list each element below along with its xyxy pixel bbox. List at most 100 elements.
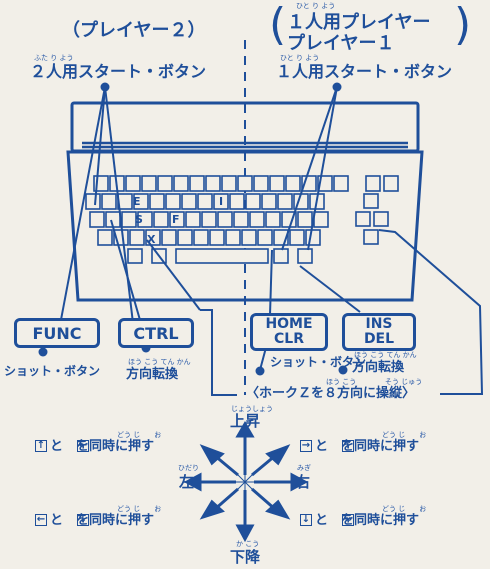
- arrow-up-key-icon-2: ↑: [342, 440, 354, 452]
- key: [313, 211, 329, 228]
- ctrl-key: CTRL: [118, 318, 194, 348]
- upper-left-ruby: どう じ お: [117, 431, 162, 439]
- cursor-up-key: [363, 193, 379, 209]
- key: [209, 229, 225, 246]
- key: [197, 193, 213, 210]
- right-label: 右: [295, 473, 311, 491]
- left-shot-caption: ショット・ボタン: [4, 364, 101, 378]
- right-shot-dot: [255, 366, 265, 376]
- key: [297, 248, 313, 264]
- down-ruby: か こう: [236, 540, 260, 548]
- key: [161, 229, 177, 246]
- key: [185, 211, 201, 228]
- cursor-left-key: [355, 211, 371, 227]
- key: [193, 229, 209, 246]
- ins-del-key: INS DEL: [342, 313, 416, 351]
- arrow-up-key-icon: ↑: [35, 440, 47, 452]
- lower-left-combo: と を同時に押す: [50, 513, 155, 528]
- lower-left-ruby: どう じ お: [117, 505, 162, 513]
- key: [85, 193, 101, 210]
- arrow-down-key-icon-2: ↓: [300, 514, 312, 526]
- arrow-down-key-icon: ↓: [77, 514, 89, 526]
- left-start-label: ２人用スタート・ボタン: [30, 62, 207, 81]
- key: [285, 175, 301, 192]
- upper-left-combo: と を同時に押す: [50, 439, 155, 454]
- key: [129, 229, 145, 246]
- hawk-ruby-1: ほう こう: [326, 378, 357, 386]
- right-player-label-line1: １人用プレイヤー: [287, 12, 431, 33]
- up-label: 上昇: [230, 412, 261, 430]
- arrow-left-key-icon: ←: [77, 440, 89, 452]
- key: [121, 211, 137, 228]
- key: [189, 175, 205, 192]
- key-f: F: [172, 213, 180, 226]
- key: [365, 175, 381, 192]
- keyboard-keys: [85, 175, 399, 264]
- left-shot-dot: [38, 347, 48, 357]
- hawk-ruby-2: そう じゅう: [385, 378, 423, 386]
- left-direction-caption: 方向転換: [126, 367, 179, 382]
- right-start-label: １人用スタート・ボタン: [276, 62, 453, 81]
- right-direction-ruby: ほう こう てん かん: [354, 351, 417, 359]
- key: [305, 229, 321, 246]
- down-label: 下降: [230, 548, 261, 566]
- right-player-ruby: ひと り よう: [296, 2, 336, 10]
- key-e: E: [133, 195, 141, 208]
- upper-right-combo: と を同時に押す: [315, 439, 420, 454]
- ins-del-key-line2: DEL: [363, 331, 395, 347]
- arrow-right-key-icon-2: →: [342, 514, 354, 526]
- home-clr-key-line1: HOME: [265, 316, 313, 333]
- key-s: S: [135, 213, 143, 226]
- right-ruby: みぎ: [297, 464, 311, 472]
- key: [297, 211, 313, 228]
- direction-center-rays: [233, 470, 257, 494]
- right-player-leader-lines: [259, 86, 484, 395]
- key: [149, 193, 165, 210]
- key: [157, 175, 173, 192]
- left-start-ruby: ふた り よう: [34, 54, 74, 62]
- key: [127, 248, 143, 264]
- space-key: [175, 248, 269, 264]
- key-i: I: [219, 195, 224, 208]
- right-start-ruby: ひと り よう: [280, 54, 320, 62]
- key-x: X: [147, 233, 156, 246]
- key: [269, 175, 285, 192]
- key: [229, 193, 245, 210]
- left-label: 左: [179, 473, 195, 491]
- key: [273, 248, 289, 264]
- key: [225, 229, 241, 246]
- arrow-left-key-icon-2: ←: [35, 514, 47, 526]
- key: [289, 229, 305, 246]
- key: [137, 211, 153, 228]
- left-player-leader-lines: [59, 86, 237, 396]
- right-start-dot: [332, 82, 342, 92]
- lower-right-ruby: どう じ お: [382, 505, 427, 513]
- key: [205, 175, 221, 192]
- right-player-close-paren: ): [454, 0, 472, 50]
- key: [383, 175, 399, 192]
- key: [257, 229, 273, 246]
- key: [125, 175, 141, 192]
- up-ruby: じょうしょう: [231, 405, 273, 413]
- key: [173, 175, 189, 192]
- key: [165, 193, 181, 210]
- left-direction-ruby: ほう こう てん かん: [128, 358, 191, 366]
- key: [277, 193, 293, 210]
- key: [245, 193, 261, 210]
- hawk-control-caption: 〈ホークＺを８方向に操縦〉: [246, 386, 416, 401]
- right-player-label-line2: プレイヤー１: [287, 33, 395, 54]
- key: [241, 229, 257, 246]
- key: [217, 211, 233, 228]
- key: [201, 211, 217, 228]
- key: [233, 211, 249, 228]
- left-player-label: （プレイヤー２）: [62, 20, 206, 41]
- key: [181, 193, 197, 210]
- arrow-right-key-icon: →: [300, 440, 312, 452]
- key: [237, 175, 253, 192]
- key: [213, 193, 229, 210]
- cursor-right-key: [373, 211, 389, 227]
- key: [141, 175, 157, 192]
- computer-stripes: [82, 141, 408, 149]
- key: [221, 175, 237, 192]
